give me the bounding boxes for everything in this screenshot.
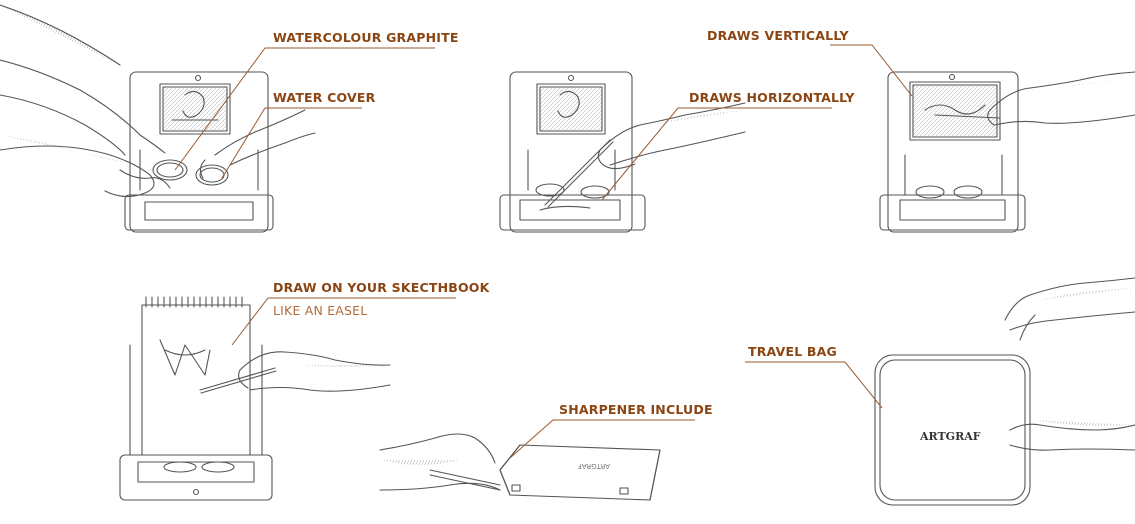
scene-watercolour-box xyxy=(0,5,315,232)
svg-text:ARTGRAF: ARTGRAF xyxy=(919,430,981,443)
leader-lines xyxy=(174,44,913,459)
scene-sketchbook-easel xyxy=(120,297,390,500)
scene-draws-horizontally xyxy=(500,72,745,232)
scene-sharpener: ARTGRAF xyxy=(380,434,660,500)
label-sharpener-include: SHARPENER INCLUDE xyxy=(559,402,713,417)
scene-travel-bag: ARTGRAF xyxy=(875,278,1135,505)
label-water-cover: WATER COVER xyxy=(273,90,376,105)
label-draw-on-sketchbook: DRAW ON YOUR SKECTHBOOK xyxy=(273,280,490,295)
label-draws-vertically: DRAWS VERTICALLY xyxy=(707,28,849,43)
svg-text:ARTGRAF: ARTGRAF xyxy=(578,462,610,470)
scene-draws-vertically xyxy=(880,72,1135,232)
label-travel-bag: TRAVEL BAG xyxy=(748,344,837,359)
label-watercolour-graphite: WATERCOLOUR GRAPHITE xyxy=(273,30,459,45)
label-draws-horizontally: DRAWS HORIZONTALLY xyxy=(689,90,855,105)
label-like-an-easel: LIKE AN EASEL xyxy=(273,303,368,318)
